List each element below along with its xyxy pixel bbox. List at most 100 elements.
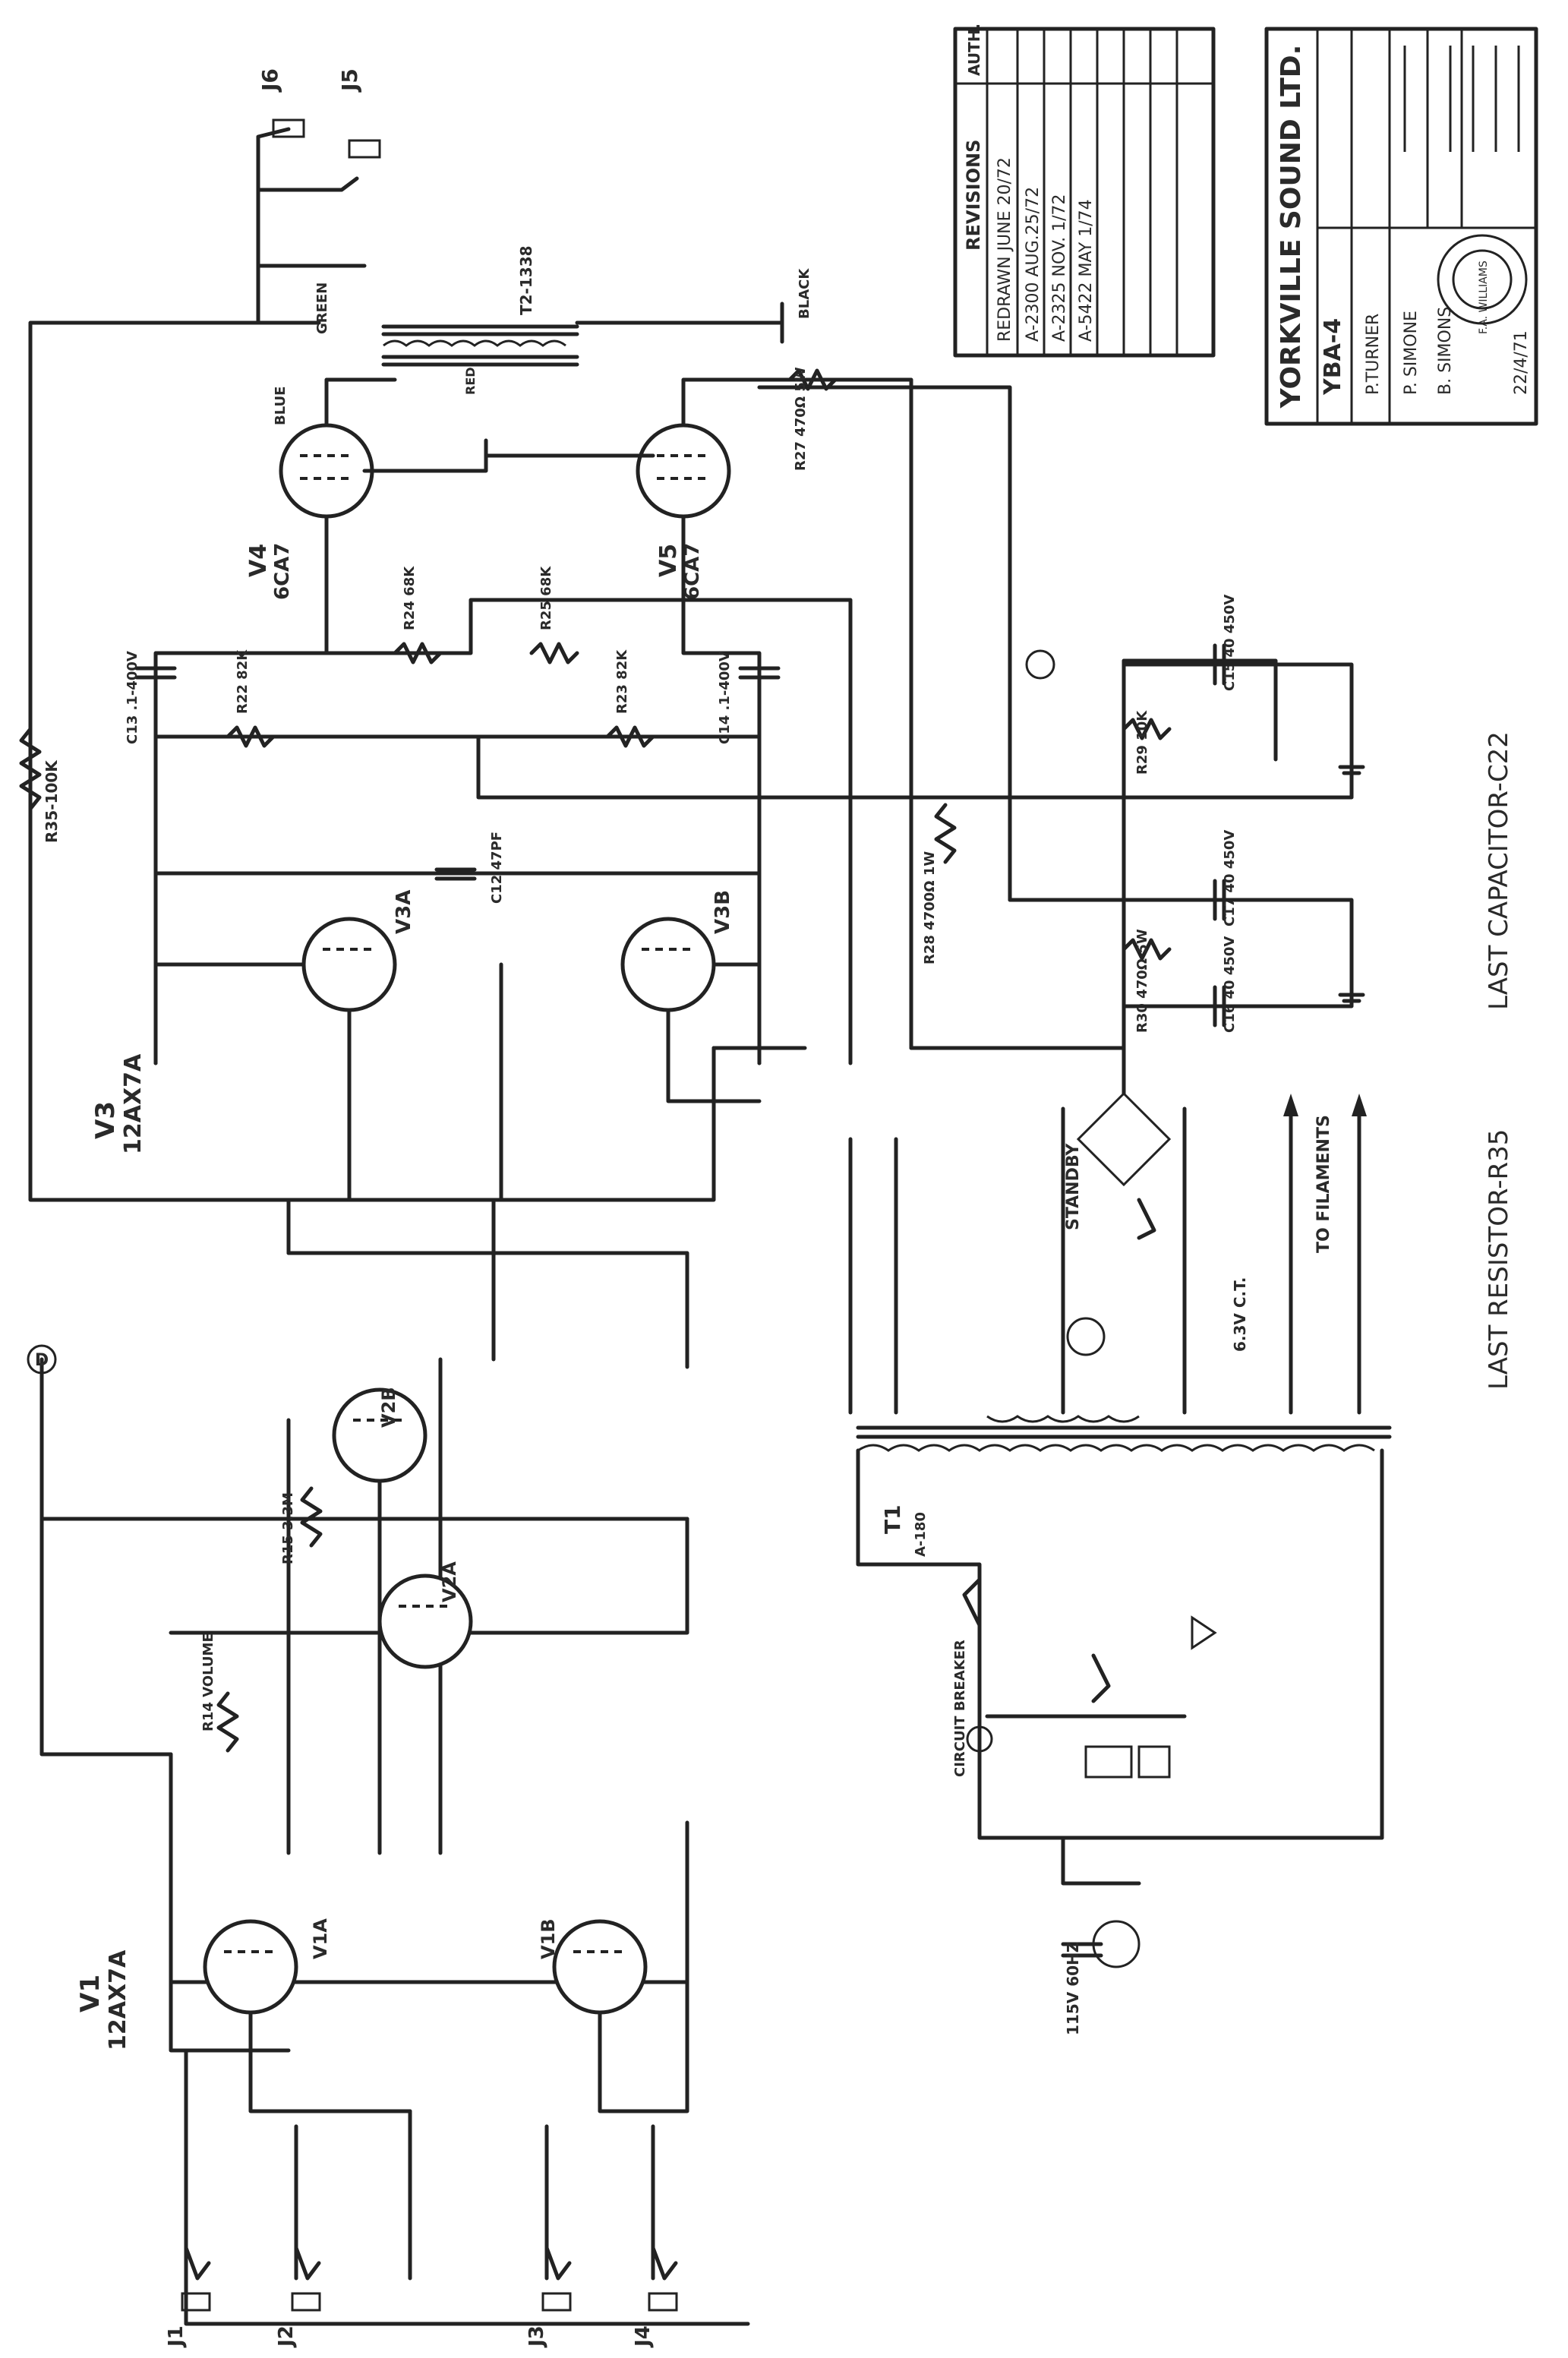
tube-v2b: V2B (332, 1387, 427, 1483)
output-transformer: T2-1338 GREEN BLACK RED BLUE (273, 245, 812, 425)
r23-label: R23 82K (614, 649, 630, 714)
jack-j5[interactable]: J5 (337, 68, 381, 159)
tube-v4-type: 6CA7 (271, 543, 294, 600)
jack-label: J1 (165, 2325, 188, 2348)
node-d-label: D (35, 1351, 49, 1370)
preamp-section: D R14 VOLUME V2A V2B (27, 1198, 689, 2113)
volume-pot-r14[interactable]: R14 VOLUME (200, 1633, 239, 1753)
checked-by: B. SIMONS (1436, 307, 1455, 395)
r15-label: R15 3.3M (280, 1492, 296, 1564)
input-jack-j3[interactable]: J3 (525, 2246, 572, 2348)
r14-label: R14 VOLUME (200, 1633, 216, 1731)
input-jack-j1[interactable]: J1 (165, 2246, 211, 2348)
wire-blue-label: BLUE (273, 387, 289, 425)
general-notes (1403, 46, 1520, 152)
phase-inverter-section: C13 .1-400V C14 .1-400V R22 82K R23 82K (90, 649, 1005, 1202)
jack-j6[interactable]: J6 (257, 68, 305, 138)
resistor-r25: R25 68K (529, 566, 579, 664)
jack-label: J5 (337, 68, 362, 93)
tube-v3a: V3A (153, 890, 415, 1202)
capacitor-c13: C13 .1-400V (125, 651, 177, 744)
tube-v1a: V1A (203, 1918, 331, 2015)
resistor-r28: R28 4700Ω 1W (922, 803, 957, 964)
ground-symbol (1338, 742, 1365, 775)
tube-v1b-label: V1B (538, 1918, 559, 1959)
c16-label: C16 40 450V (1222, 936, 1238, 1033)
standby-switch[interactable] (1137, 1198, 1156, 1240)
warning-triangle-icon (1191, 1615, 1217, 1650)
pilot-lamp (1066, 1317, 1106, 1356)
jack-label: J2 (275, 2325, 298, 2348)
tube-v4-label: V4 (245, 544, 272, 577)
tube-v1-title: V1 (75, 1974, 106, 2012)
resistor-r22: R22 82K (226, 649, 276, 748)
revision-row: A-2325 NOV. 1/72 (1050, 194, 1069, 342)
transformer-t1: T1 (880, 1504, 905, 1534)
resistor-r15: R15 3.3M (280, 1486, 323, 1564)
capacitor-c15: C15 40 450V (1213, 595, 1238, 691)
company-name: YORKVILLE SOUND LTD. (1276, 45, 1307, 409)
resistor-r30: R30 470Ω 5W (1122, 929, 1172, 1033)
ground-symbol (1338, 970, 1365, 1003)
polarity-switch[interactable] (1091, 1653, 1111, 1703)
node-d-marker: D (27, 1344, 57, 1375)
resistor-r24: R24 68K (393, 566, 443, 664)
circuit-breaker[interactable]: CIRCUIT BREAKER (952, 1640, 993, 1777)
resistor-r35: R35-100K (19, 727, 61, 843)
tube-v1a-label: V1A (310, 1918, 331, 1959)
r27-label: R27 470Ω 5W (793, 367, 809, 471)
tube-v1b: V1B (538, 1918, 648, 2015)
input-jack-j4[interactable]: J4 (632, 2246, 678, 2348)
transformer-t1-part: A-180 (913, 1512, 929, 1557)
tube-v2b-label: V2B (378, 1387, 399, 1428)
capacitor-c12: C12 47PF (434, 832, 505, 904)
drawn-by: P.TURNER (1364, 314, 1383, 395)
revision-row: A-5422 MAY 1/74 (1077, 199, 1096, 342)
traced-by: P. SIMONE (1402, 311, 1421, 395)
c15-label: C15 40 450V (1222, 595, 1238, 691)
node-d-supply (1025, 649, 1055, 680)
tube-v5-label: V5 (655, 544, 682, 577)
tube-v2a-label: V2A (439, 1561, 460, 1602)
resistor-r27: R27 470Ω 5W (787, 367, 838, 471)
revision-row: REDRAWN JUNE 20/72 (995, 157, 1014, 342)
tube-v3b: V3B (620, 890, 762, 1103)
power-switch[interactable] (962, 1577, 982, 1627)
title-block: YORKVILLE SOUND LTD. YBA-4 P.TURNER P. S… (1264, 27, 1538, 426)
model-number: YBA-4 (1320, 318, 1346, 396)
to-filaments-label: TO FILAMENTS (1314, 1115, 1333, 1253)
r24-label: R24 68K (402, 566, 418, 630)
input-jack-j2[interactable]: J2 (275, 2246, 321, 2348)
standby-label: STANDBY (1064, 1143, 1083, 1230)
transformer-t2: T2-1338 (517, 245, 535, 315)
tube-v3-title: V3 (90, 1101, 121, 1139)
approval-seal (1437, 234, 1528, 325)
mains-plug: 115V 60HZ (1061, 1920, 1141, 2035)
tube-v3b-label: V3B (711, 890, 734, 934)
drawing-date: 22/4/71 (1512, 330, 1531, 395)
wire-red-label: RED (463, 367, 478, 395)
jack-label: J6 (257, 68, 282, 93)
tube-v2a: V2A (377, 1561, 473, 1669)
r29-label: R29 10K (1134, 710, 1150, 775)
tube-v3a-label: V3A (393, 890, 415, 934)
circuit-breaker-label: CIRCUIT BREAKER (952, 1640, 968, 1777)
auth-heading: AUTH. (965, 24, 983, 76)
wire-black-label: BLACK (797, 268, 812, 319)
revisions-table: REVISIONS AUTH. REDRAWN JUNE 20/72 A-230… (953, 24, 1216, 358)
last-resistor-note: LAST RESISTOR-R35 (1484, 1129, 1514, 1390)
tube-v3-type: 12AX7A (120, 1053, 147, 1154)
revisions-heading: REVISIONS (963, 140, 984, 251)
input-jacks: J1 J2 J3 J4 (165, 2048, 750, 2348)
r28-label: R28 4700Ω 1W (922, 851, 938, 964)
revision-row: A-2300 AUG.25/72 (1024, 187, 1043, 342)
filament-voltage: 6.3V C.T. (1231, 1277, 1249, 1352)
output-section: R35-100K T2-1338 GREEN BLACK RED BLUE (19, 68, 1012, 1202)
bridge-rectifier (1076, 1046, 1172, 1187)
r35-label: R35-100K (43, 759, 61, 843)
capacitor-c14: C14 .1-400V (717, 651, 781, 744)
capacitor-c16: C16 40 450V (1213, 936, 1238, 1033)
jack-label: J4 (632, 2325, 655, 2348)
r30-label: R30 470Ω 5W (1134, 929, 1150, 1033)
